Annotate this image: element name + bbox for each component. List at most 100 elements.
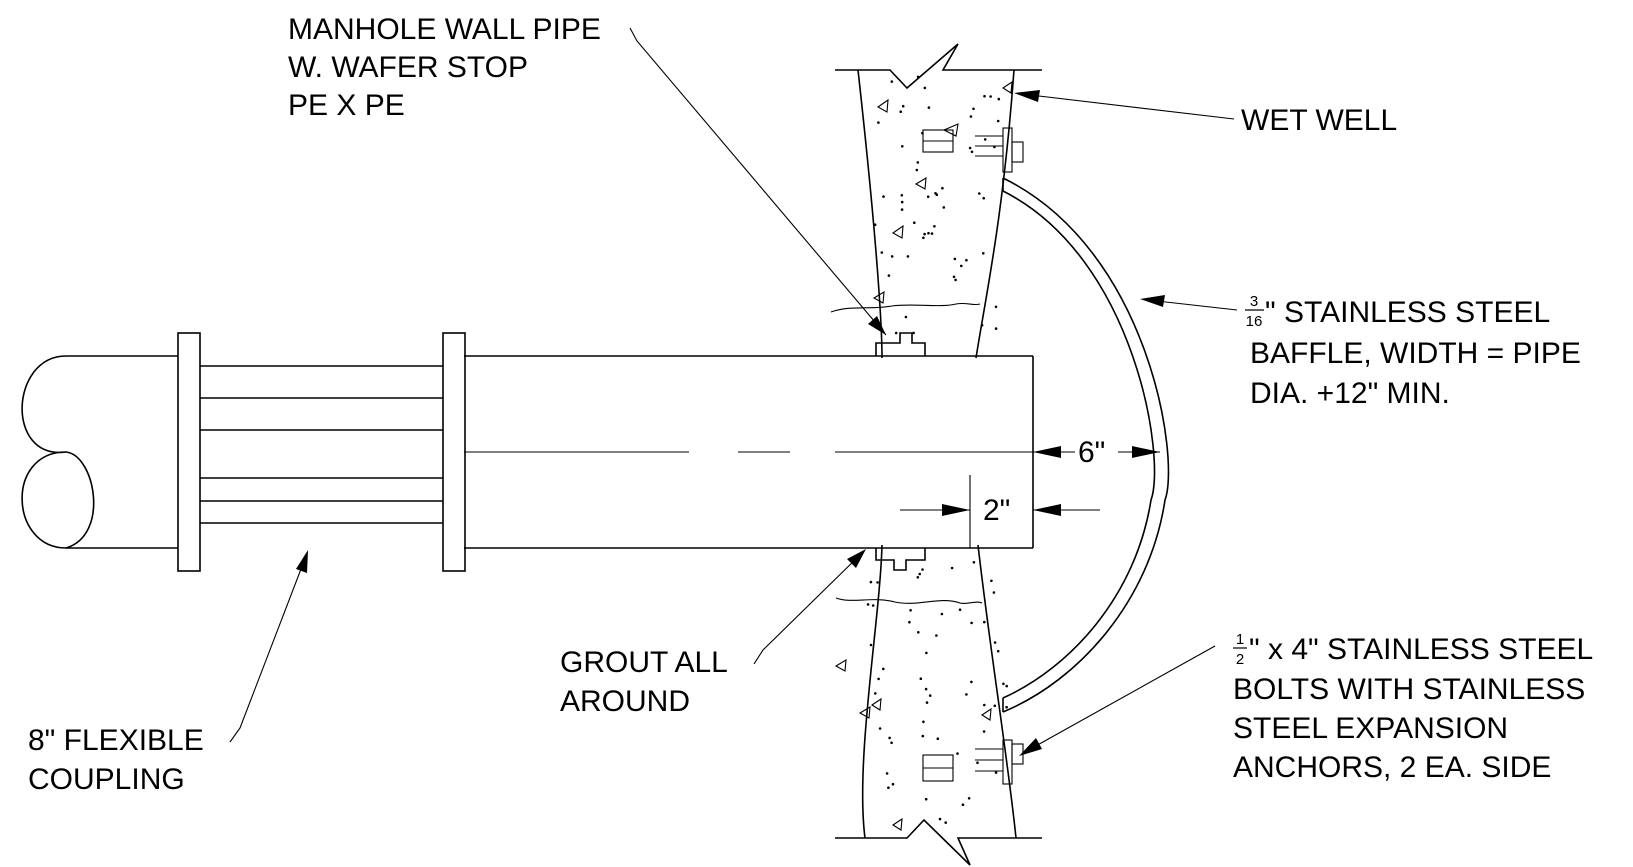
- label-baffle: 3 16 " STAINLESS STEEL BAFFLE, WIDTH = P…: [1245, 293, 1581, 410]
- stipple-dot: [924, 797, 928, 801]
- dim-6-text: 6": [1078, 436, 1105, 469]
- stipple-dot: [912, 331, 915, 335]
- coupling-line-2: COUPLING: [28, 763, 185, 796]
- stipple-dot: [876, 581, 879, 584]
- stipple-dot: [983, 138, 987, 141]
- stipple-dot: [983, 703, 986, 707]
- stipple-dot: [994, 771, 998, 774]
- manhole-line-2: W. WAFER STOP: [288, 51, 528, 84]
- stipple-dot: [923, 86, 927, 90]
- baffle-line-1: " STAINLESS STEEL: [1265, 296, 1550, 329]
- stipple-dot: [927, 106, 931, 109]
- stipple-dot: [921, 568, 924, 571]
- stipple-dot: [915, 168, 919, 172]
- stipple-dot: [972, 107, 975, 111]
- stipple-dot: [904, 315, 908, 319]
- label-bolts: 1 2 " x 4" STAINLESS STEEL BOLTS WITH ST…: [1233, 631, 1593, 784]
- stipple-dot: [916, 75, 920, 79]
- stipple-dot: [982, 252, 985, 255]
- stipple-dot: [913, 221, 916, 224]
- baffle-frac-num: 3: [1250, 293, 1258, 310]
- stipple-dot: [953, 257, 957, 261]
- stipple-dot: [933, 225, 936, 228]
- stipple-dot: [970, 621, 973, 625]
- stipple-dot: [976, 761, 979, 764]
- stipple-dot: [958, 608, 962, 611]
- manhole-wall-pipe: [464, 332, 1034, 571]
- stipple-dot: [980, 324, 984, 327]
- upstream-pipe-break: [21, 355, 178, 549]
- stipple-dot: [866, 603, 870, 606]
- stipple-dot: [954, 278, 957, 282]
- coupling-line-1: 8" FLEXIBLE: [28, 724, 204, 757]
- stipple-dot: [967, 797, 971, 800]
- baffle-line-2: BAFFLE, WIDTH = PIPE: [1250, 337, 1581, 370]
- stipple-dot: [874, 692, 877, 695]
- stipple-dot: [869, 643, 873, 647]
- stipple-dot: [882, 667, 885, 671]
- stipple-dot: [919, 677, 923, 680]
- stipple-dot: [900, 194, 904, 197]
- stipple-dot: [916, 161, 920, 164]
- stipple-dot: [880, 251, 884, 254]
- label-coupling: 8" FLEXIBLE COUPLING: [28, 724, 204, 796]
- stipple-dot: [921, 734, 925, 738]
- stipple-dot: [885, 772, 889, 775]
- stipple-dot: [900, 208, 904, 211]
- stipple-dot: [908, 620, 911, 624]
- grout-line-2: AROUND: [560, 685, 690, 718]
- stipple-dot: [952, 275, 956, 279]
- stipple-dot: [965, 693, 968, 696]
- stipple-dot: [916, 576, 920, 579]
- stipple-dot: [925, 701, 929, 704]
- stipple-dot: [924, 687, 928, 691]
- stipple-dot: [982, 730, 986, 733]
- stipple-dot: [878, 727, 882, 730]
- stipple-dot: [968, 146, 972, 150]
- manhole-line-3: PE X PE: [288, 89, 405, 122]
- stipple-dot: [982, 196, 985, 200]
- stipple-dot: [899, 110, 902, 113]
- stipple-dot: [888, 736, 891, 740]
- stipple-dot: [970, 680, 973, 684]
- stipple-dot: [993, 641, 997, 644]
- stipple-dot: [936, 737, 940, 740]
- stipple-dot: [918, 572, 921, 576]
- stipple-dot: [972, 561, 976, 564]
- stipple-dot: [930, 232, 934, 235]
- stipple-dot: [901, 104, 905, 108]
- aggregate-triangles: [834, 80, 1013, 831]
- stipple-dot: [890, 255, 894, 258]
- stipple-dot: [941, 186, 944, 190]
- stipple-dot: [961, 803, 965, 806]
- stipple-dot: [890, 80, 894, 83]
- stipple-dot: [1005, 684, 1008, 688]
- label-wet-well: WET WELL: [1241, 104, 1397, 137]
- stipple-dot: [887, 274, 891, 277]
- stipple-dot: [993, 704, 997, 708]
- stipple-dot: [969, 115, 973, 118]
- bolts-frac-num: 1: [1236, 631, 1244, 648]
- stipple-dot: [960, 264, 963, 268]
- stipple-dot: [1005, 705, 1008, 709]
- dimension-6-inch: 6": [1033, 436, 1160, 469]
- dim-2-text: 2": [983, 494, 1010, 527]
- bolts-line-1: " x 4" STAINLESS STEEL: [1249, 633, 1593, 666]
- stipple-dot: [877, 677, 880, 681]
- stipple-dot: [887, 786, 890, 789]
- stipple-dot: [882, 195, 885, 198]
- stipple-dot: [994, 327, 998, 330]
- dimension-2-inch: 2": [900, 475, 1100, 548]
- stipple-dot: [934, 192, 937, 195]
- stipple-dot: [923, 232, 926, 236]
- stipple-dot: [983, 94, 986, 98]
- label-grout: GROUT ALL AROUND: [560, 646, 728, 718]
- stipple-dot: [873, 223, 877, 226]
- stipple-dot: [891, 782, 895, 786]
- stipple-dot: [922, 236, 925, 240]
- manhole-line-1: MANHOLE WALL PIPE: [288, 13, 601, 46]
- stipple-dot: [894, 331, 898, 335]
- stipple-dot: [901, 145, 904, 148]
- stipple-dot: [956, 752, 959, 755]
- bolts-frac-den: 2: [1236, 651, 1244, 668]
